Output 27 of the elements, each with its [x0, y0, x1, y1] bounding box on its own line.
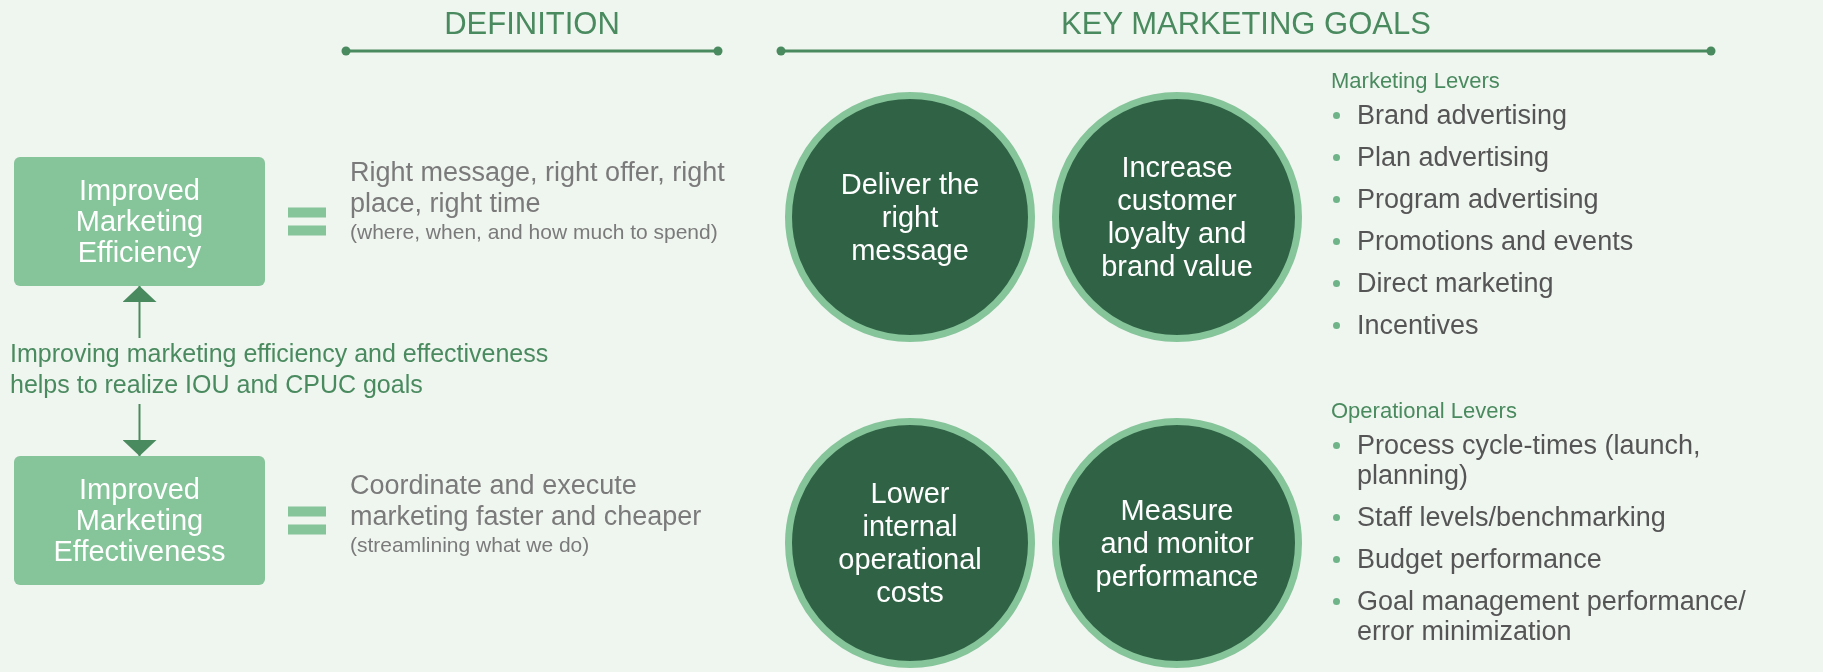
- section-heading: KEY MARKETING GOALS: [1060, 6, 1432, 42]
- list-item: Process cycle-times (launch, planning): [1357, 430, 1702, 490]
- list-item: Staff levels/benchmarking: [1357, 502, 1667, 532]
- list-item: Budget performance: [1357, 544, 1603, 574]
- list-item: Direct marketing: [1357, 268, 1555, 298]
- list-item: Goal management performance/ error minimization: [1357, 586, 1747, 646]
- arrow: [122, 285, 157, 339]
- list-item: Incentives: [1357, 310, 1480, 340]
- process-box: Improved Marketing Efficiency: [14, 157, 265, 286]
- process-box: Improved Marketing Effectiveness: [14, 456, 265, 585]
- arrow: [122, 403, 157, 457]
- goal-circle: Deliver the right message: [785, 92, 1035, 342]
- definition-note: (where, when, and how much to spend): [350, 219, 719, 244]
- list-item: Plan advertising: [1357, 142, 1551, 172]
- list-heading: Marketing Levers: [1331, 68, 1501, 94]
- goal-circle: Lower internal operational costs: [785, 418, 1035, 668]
- definition-note: (streamlining what we do): [350, 532, 591, 557]
- list-heading: Operational Levers: [1331, 398, 1518, 424]
- section-heading: DEFINITION: [443, 6, 621, 42]
- goal-circle: Increase customer loyalty and brand value: [1052, 92, 1302, 342]
- list-item: Promotions and events: [1357, 226, 1635, 256]
- definition-text: Right message, right offer, right place, right time: [350, 157, 726, 219]
- list-item: Brand advertising: [1357, 100, 1569, 130]
- note-text: Improving marketing efficiency and effectiveness helps to realize IOU and CPUC goals: [10, 338, 610, 404]
- list-item: Program advertising: [1357, 184, 1600, 214]
- goal-circle: Measure and monitor performance: [1052, 418, 1302, 668]
- definition-text: Coordinate and execute marketing faster and cheaper: [350, 470, 703, 532]
